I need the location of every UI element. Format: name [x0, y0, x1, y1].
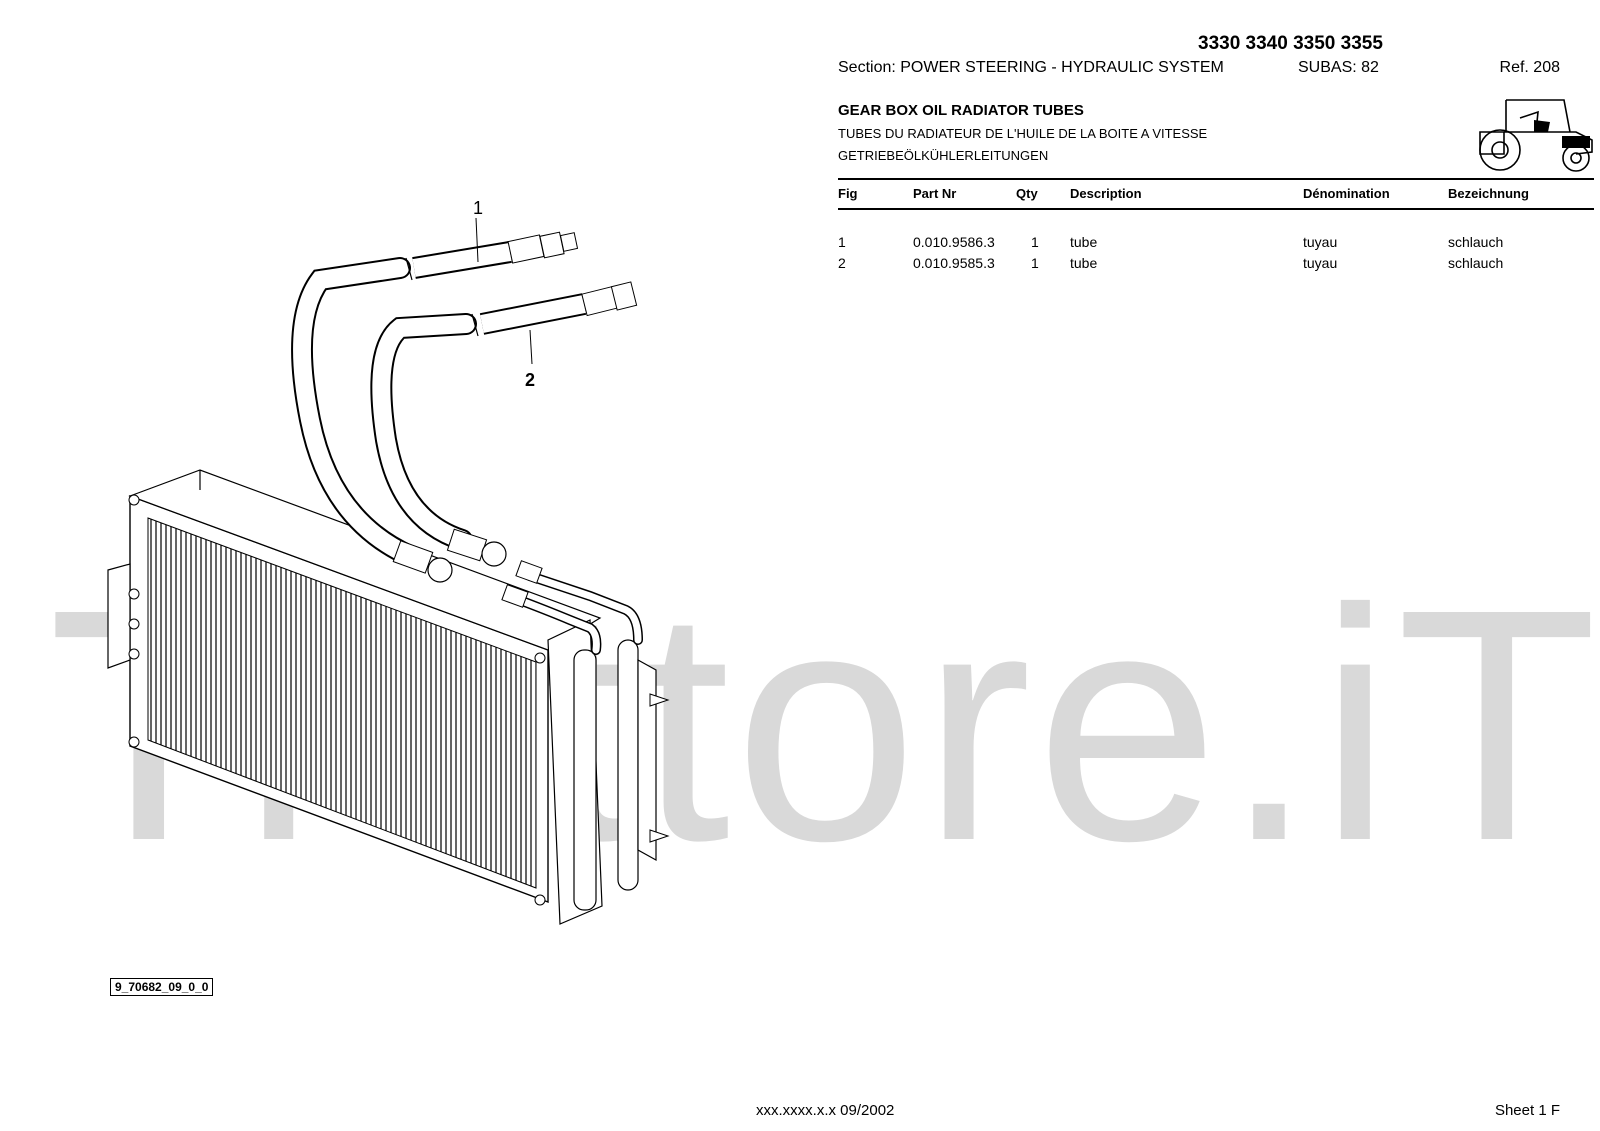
cell-bezeichnung: schlauch [1448, 234, 1504, 250]
title-french: TUBES DU RADIATEUR DE L'HUILE DE LA BOIT… [838, 126, 1208, 141]
cell-description: tube [1070, 234, 1098, 250]
header-qty: Qty [1016, 186, 1038, 201]
cell-denomination: tuyau [1303, 255, 1338, 271]
cell-fig: 1 [838, 234, 846, 250]
section-label: Section: POWER STEERING - HYDRAULIC SYST… [838, 59, 1224, 76]
parts-table: Fig Part Nr Qty Description Dénomination… [838, 178, 1594, 276]
table-row: 1 0.010.9586.3 1 tube tuyau schlauch [838, 234, 1594, 255]
figure-code: 9_70682_09_0_0 [110, 978, 214, 996]
hose-2 [370, 281, 638, 567]
cell-denomination: tuyau [1303, 234, 1338, 250]
model-numbers: 3330 3340 3350 3355 [1198, 33, 1383, 54]
cell-qty: 1 [1031, 234, 1039, 250]
reference-label: Ref. 208 [1499, 59, 1560, 76]
cell-fig: 2 [838, 255, 846, 271]
table-top-rule [838, 178, 1594, 180]
sheet-number: Sheet 1 F [1494, 1102, 1560, 1119]
cell-description: tube [1070, 255, 1098, 271]
radiator [107, 469, 670, 925]
callout-2: 2 [525, 370, 535, 390]
header-bezeichnung: Bezeichnung [1448, 186, 1529, 201]
document-code: xxx.xxxx.x.x 09/2002 [756, 1102, 895, 1119]
header-description: Description [1070, 186, 1142, 201]
header-part-nr: Part Nr [913, 186, 957, 201]
header-denomination: Dénomination [1303, 186, 1390, 201]
table-header: Fig Part Nr Qty Description Dénomination… [838, 180, 1594, 208]
table-header-rule [838, 208, 1594, 210]
hose-1 [291, 231, 579, 583]
tractor-icon [1479, 99, 1593, 172]
title-english: GEAR BOX OIL RADIATOR TUBES [838, 102, 1084, 119]
callout-1: 1 [473, 200, 483, 218]
exploded-drawing: 1 2 [107, 200, 670, 925]
cell-part-nr: 0.010.9586.3 [913, 234, 995, 250]
title-german: GETRIEBEÖLKÜHLERLEITUNGEN [838, 148, 1049, 163]
cell-qty: 1 [1031, 255, 1039, 271]
subas-label: SUBAS: 82 [1298, 59, 1379, 76]
header-fig: Fig [838, 186, 858, 201]
cell-bezeichnung: schlauch [1448, 255, 1504, 271]
cell-part-nr: 0.010.9585.3 [913, 255, 995, 271]
table-row: 2 0.010.9585.3 1 tube tuyau schlauch [838, 255, 1594, 276]
